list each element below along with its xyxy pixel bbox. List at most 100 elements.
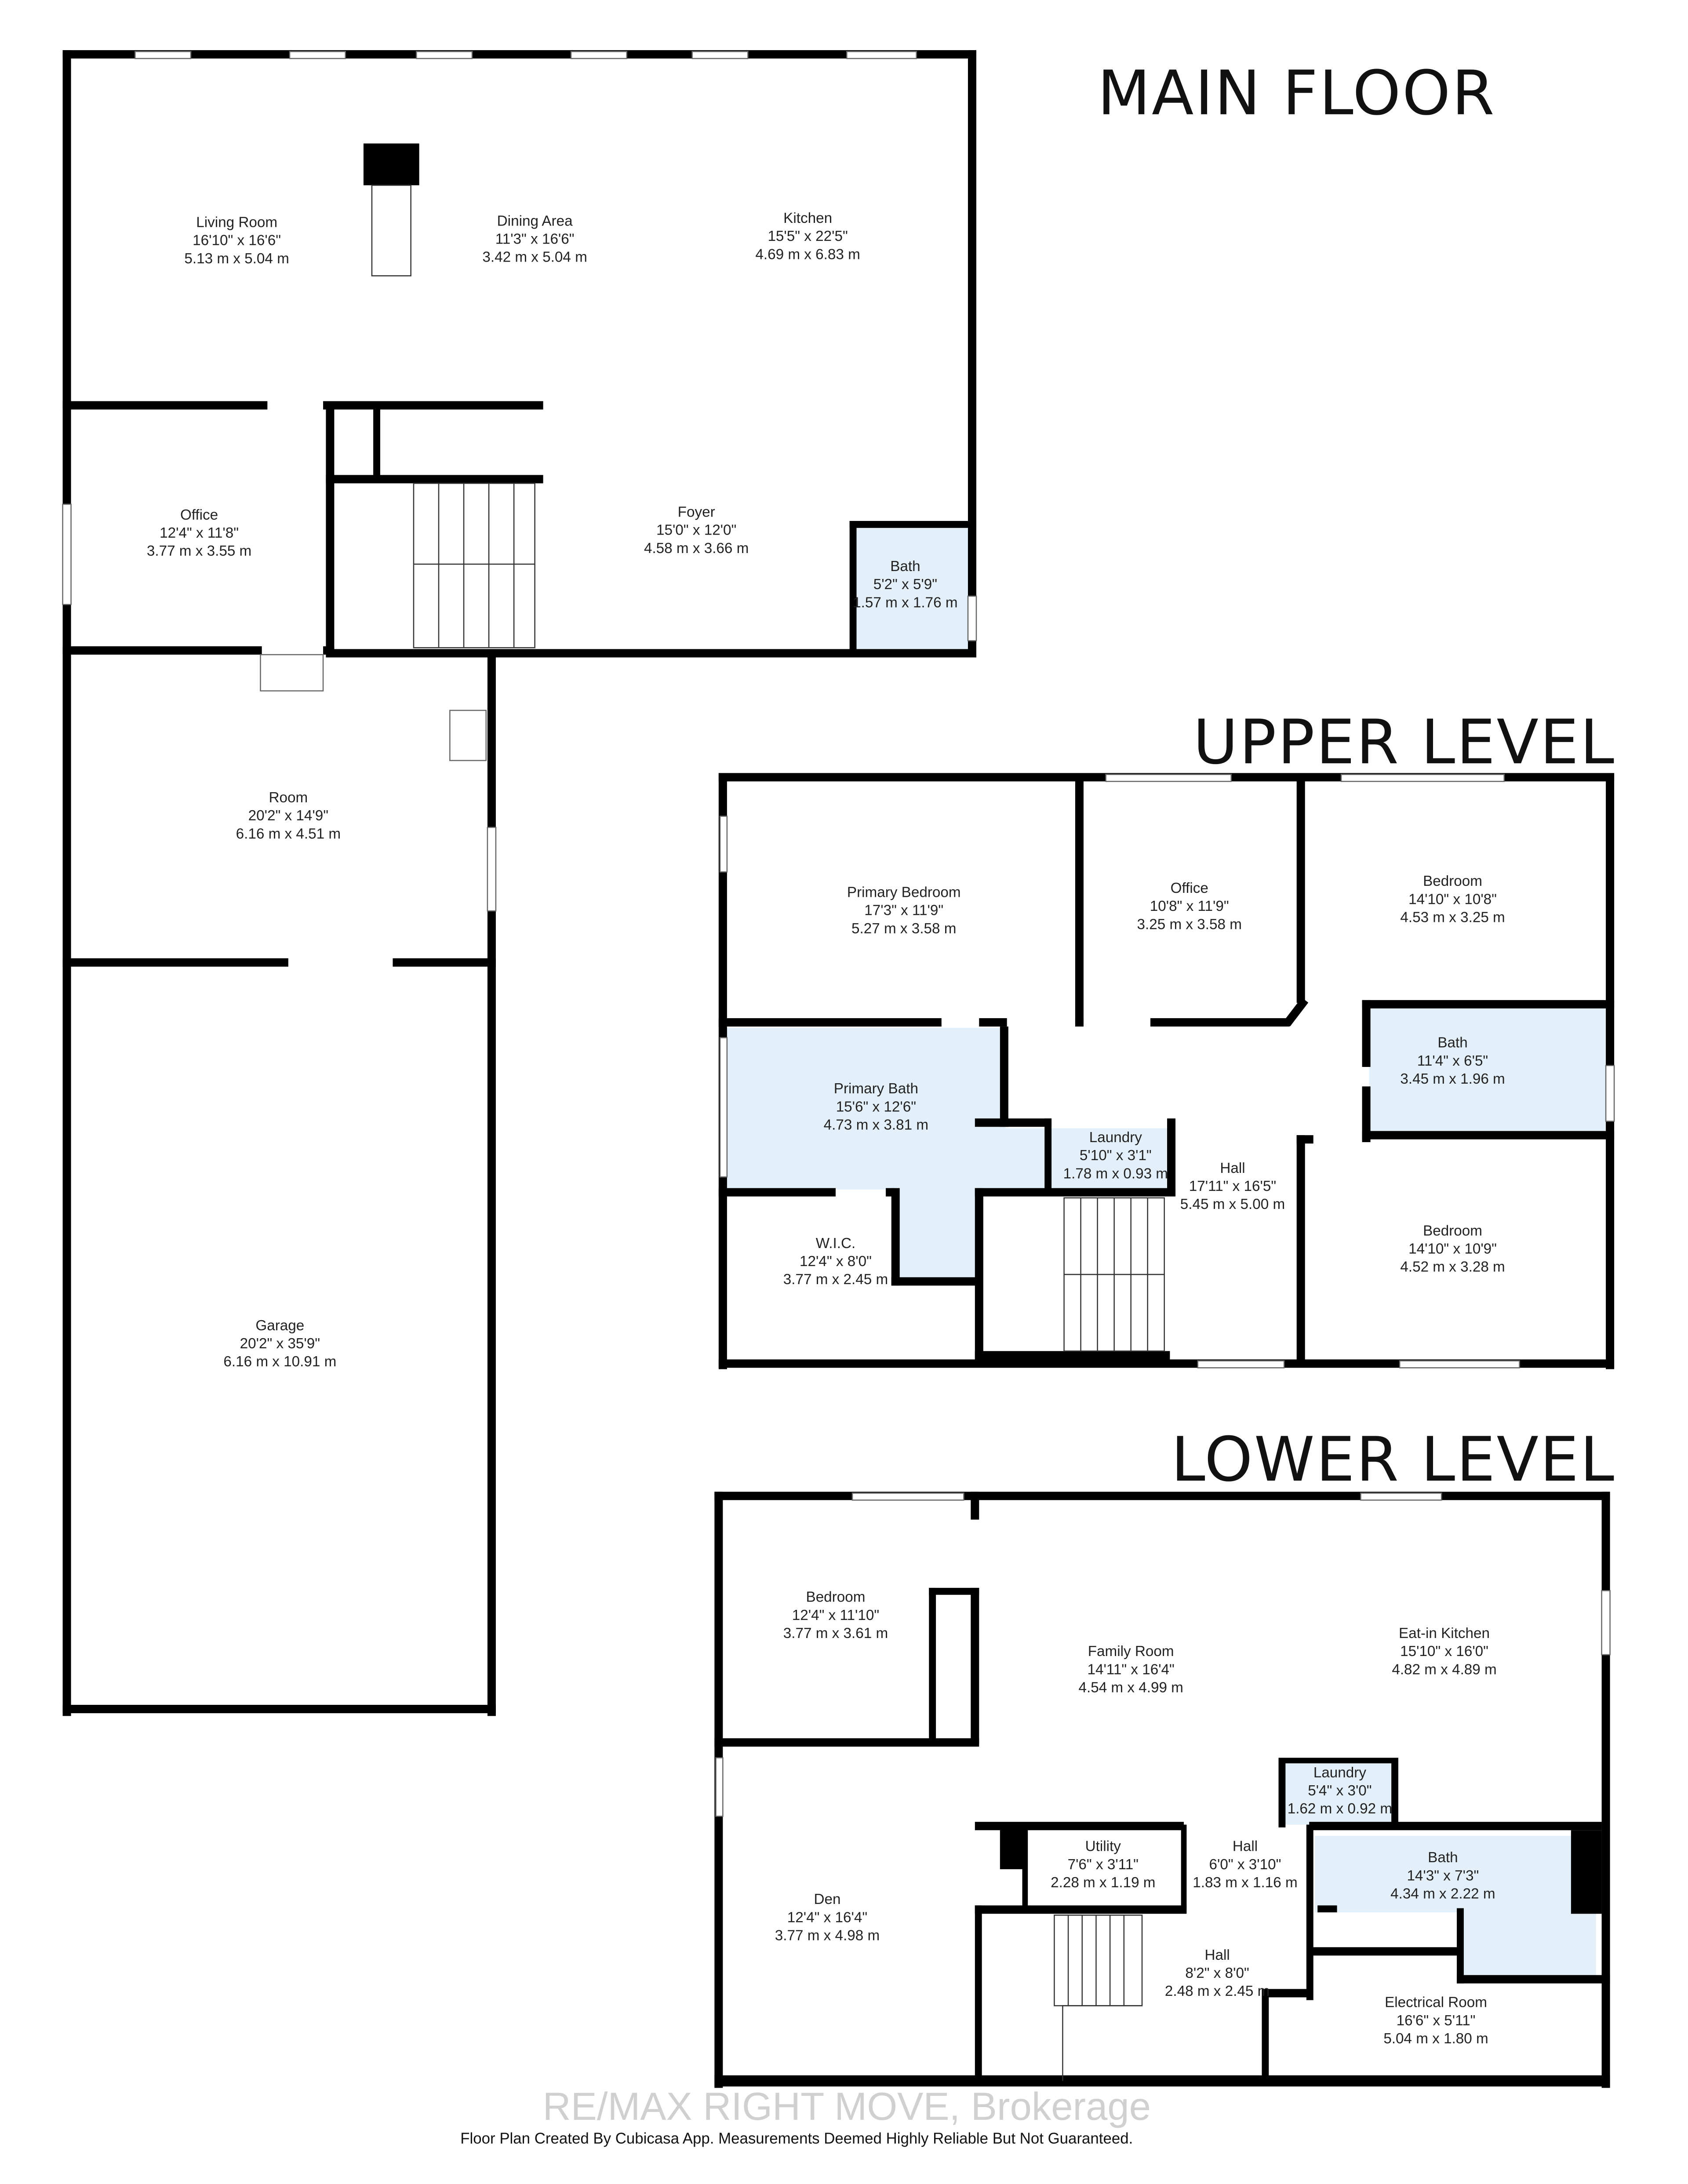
lower-level-plan	[714, 1492, 1611, 2088]
room-name: Office	[1171, 880, 1208, 896]
room-name: Laundry	[1313, 1765, 1367, 1781]
room-name: Hall	[1233, 1838, 1258, 1855]
room-metric: 2.48 m x 2.45 m	[1165, 1983, 1270, 1999]
room-name: Garage	[255, 1318, 304, 1334]
room-label: Electrical Room 16'6" x 5'11" 5.04 m x 1.8…	[1383, 1995, 1488, 2047]
room-label: W.I.C.12'4" x 8'0"3.77 m x 2.45 m	[783, 1235, 888, 1288]
room-label: Office 10'8" x 11'9" 3.25 m x 3.58 m	[1137, 880, 1242, 932]
room-metric: 6.16 m x 10.91 m	[223, 1354, 336, 1370]
lower-staircase	[1054, 1915, 1143, 2081]
room-imperial: 10'8" x 11'9"	[1150, 898, 1229, 914]
room-metric: 1.83 m x 1.16 m	[1193, 1875, 1297, 1891]
room-imperial: 6'0" x 3'10"	[1209, 1856, 1281, 1873]
room-imperial: 12'4" x 11'8"	[160, 525, 239, 541]
room-imperial: 17'3" x 11'9"	[864, 903, 943, 919]
room-metric: 5.13 m x 5.04 m	[184, 251, 289, 267]
watermark: RE/MAX RIGHT MOVE, Brokerage	[543, 2085, 1151, 2128]
room-imperial: 20'2" x 14'9"	[248, 808, 328, 824]
room-metric: 1.57 m x 1.76 m	[853, 594, 957, 611]
room-imperial: 20'2" x 35'9"	[240, 1336, 320, 1352]
room-imperial: 17'11" x 16'5"	[1189, 1178, 1276, 1194]
room-name: Electrical Room	[1385, 1995, 1487, 2011]
room-imperial: 14'11" x 16'4"	[1087, 1661, 1174, 1678]
room-imperial: 12'4" x 16'4"	[787, 1909, 867, 1926]
room-label: Room 20'2" x 14'9" 6.16 m x 4.51 m	[236, 790, 341, 842]
room-imperial: 8'2" x 8'0"	[1185, 1965, 1249, 1981]
room-name: W.I.C.	[816, 1235, 856, 1252]
room-metric: 4.58 m x 3.66 m	[644, 540, 749, 557]
upper-staircase	[1063, 1197, 1165, 1352]
room-imperial: 14'10" x 10'9"	[1408, 1241, 1497, 1257]
room-imperial: 11'3" x 16'6"	[495, 231, 575, 247]
title-upper-level: UPPER LEVEL	[1193, 706, 1615, 778]
room-imperial: 12'4" x 11'10"	[792, 1607, 879, 1623]
upper-level-plan	[718, 773, 1615, 1369]
room-imperial: 15'10" x 16'0"	[1400, 1643, 1488, 1660]
room-name: Bath	[1428, 1849, 1458, 1866]
room-name: Bedroom	[806, 1589, 866, 1605]
room-metric: 6.16 m x 4.51 m	[236, 826, 341, 842]
fireplace-hearth	[371, 185, 411, 277]
room-label: Bedroom 14'10" x 10'9" 4.52 m x 3.28 m	[1400, 1223, 1505, 1275]
room-metric: 5.04 m x 1.80 m	[1383, 2031, 1488, 2047]
title-main-floor: MAIN FLOOR	[1098, 58, 1496, 129]
room-imperial: 5'2" x 5'9"	[873, 576, 937, 593]
room-imperial: 15'5" x 22'5"	[768, 228, 848, 244]
room-metric: 3.77 m x 3.61 m	[783, 1625, 888, 1642]
room-name: Dining Area	[497, 213, 573, 229]
room-name: Primary Bath	[834, 1081, 918, 1097]
room-name: Bedroom	[1423, 1223, 1482, 1239]
main-floor-plan	[62, 50, 977, 1716]
room-metric: 3.77 m x 2.45 m	[783, 1271, 888, 1288]
room-metric: 4.69 m x 6.83 m	[755, 246, 860, 262]
room-name: Family Room	[1088, 1643, 1174, 1660]
room-metric: 4.52 m x 3.28 m	[1400, 1259, 1505, 1275]
room-label: Primary Bath 15'6" x 12'6" 4.73 m x 3.81 m	[824, 1081, 928, 1133]
room-metric: 3.25 m x 3.58 m	[1137, 916, 1242, 932]
room-name: Laundry	[1089, 1129, 1142, 1146]
room-imperial: 5'4" x 3'0"	[1308, 1783, 1372, 1799]
room-metric: 4.54 m x 4.99 m	[1078, 1680, 1183, 1696]
room-metric: 4.53 m x 3.25 m	[1400, 909, 1505, 925]
room-imperial: 15'6" x 12'6"	[836, 1099, 916, 1115]
room-metric: 5.45 m x 5.00 m	[1180, 1196, 1285, 1212]
room-name: Primary Bedroom	[847, 884, 961, 900]
room-name: Room	[269, 790, 308, 806]
room-metric: 4.73 m x 3.81 m	[824, 1117, 928, 1133]
room-name: Utility	[1085, 1838, 1121, 1855]
room-name: Hall	[1204, 1947, 1230, 1963]
room-metric: 2.28 m x 1.19 m	[1051, 1875, 1155, 1891]
fireplace	[363, 143, 419, 186]
room-imperial: 16'10" x 16'6"	[193, 233, 281, 249]
room-imperial: 15'0" x 12'0"	[656, 522, 736, 539]
room-imperial: 16'6" x 5'11"	[1397, 2013, 1476, 2029]
main-staircase	[413, 483, 535, 648]
room-name: Bath	[890, 558, 920, 575]
title-lower-level: LOWER LEVEL	[1171, 1424, 1615, 1495]
room-imperial: 11'4" x 6'5"	[1417, 1053, 1488, 1069]
room-label: Hall 8'2" x 8'0" 2.48 m x 2.45 m	[1165, 1947, 1270, 1999]
room-imperial: 12'4" x 8'0"	[800, 1253, 872, 1270]
room-metric: 4.82 m x 4.89 m	[1392, 1661, 1496, 1678]
room-name: Bath	[1437, 1035, 1467, 1051]
room-name: Office	[180, 507, 218, 523]
room-name: Foyer	[678, 504, 715, 520]
room-label: Garage 20'2" x 35'9" 6.16 m x 10.91 m	[223, 1318, 336, 1370]
room-metric: 3.42 m x 5.04 m	[482, 249, 587, 266]
room-metric: 3.45 m x 1.96 m	[1400, 1071, 1505, 1087]
room-imperial: 14'10" x 10'8"	[1408, 891, 1497, 907]
main-bath-fill	[855, 526, 971, 649]
room-label: Foyer 15'0" x 12'0"4.58 m x 3.66 m	[644, 504, 749, 556]
